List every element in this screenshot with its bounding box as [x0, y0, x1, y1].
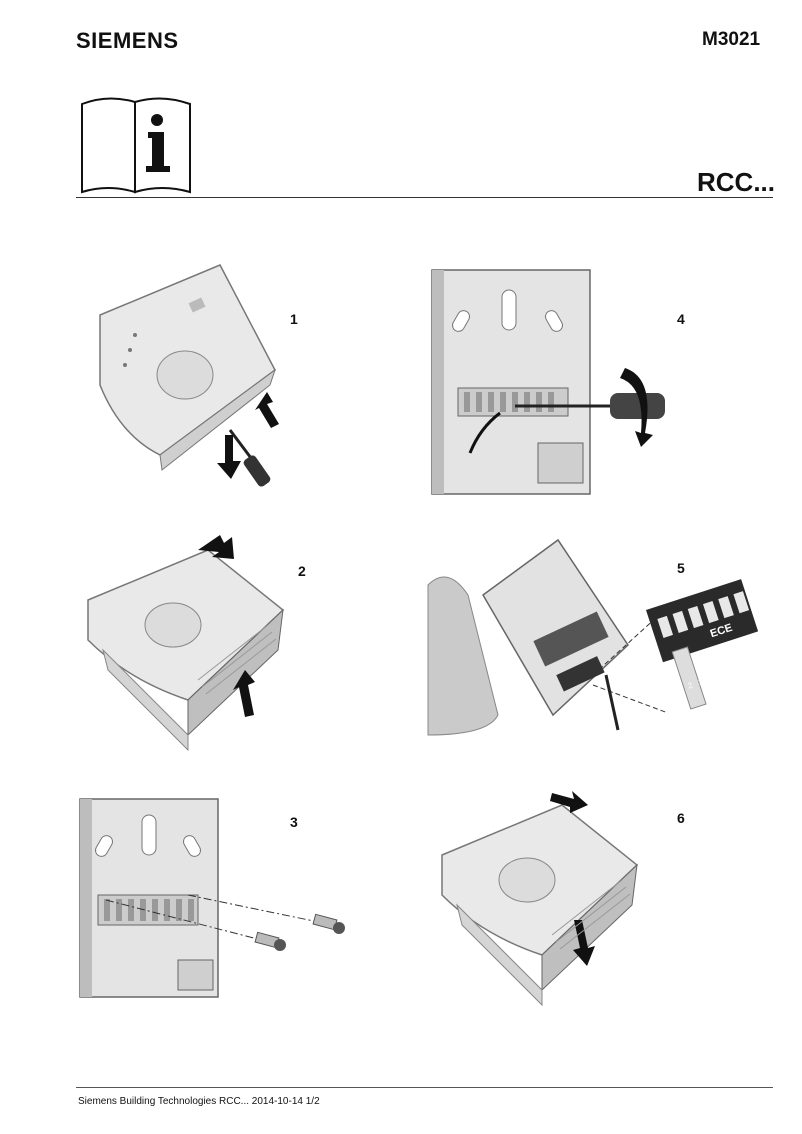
- dip-position: 2: [686, 680, 694, 691]
- footer-text: Siemens Building Technologies RCC... 201…: [78, 1096, 320, 1107]
- document-number: M3021: [702, 29, 761, 50]
- step-2-illustration: [87, 535, 285, 752]
- step-6-illustration: [441, 791, 639, 1007]
- step-1-illustration: [99, 264, 279, 487]
- step-3-illustration: [79, 798, 345, 998]
- dip-position: 4: [707, 673, 715, 684]
- step-3-number: 3: [290, 814, 298, 830]
- brand-logo: SIEMENS: [76, 28, 179, 53]
- dip-position: 5: [718, 670, 726, 681]
- step-5-number: 5: [677, 560, 685, 576]
- dip-position: 3: [697, 677, 705, 688]
- footer-divider: [76, 1087, 773, 1088]
- step-4-number: 4: [677, 311, 685, 327]
- product-name: RCC...: [697, 167, 775, 197]
- step-6-number: 6: [677, 810, 685, 826]
- step-5-illustration: [427, 535, 759, 736]
- step-2-number: 2: [298, 563, 306, 579]
- step-4-illustration: [431, 269, 665, 495]
- info-book-icon: [81, 97, 191, 194]
- header-divider: [76, 197, 773, 198]
- step-1-number: 1: [290, 311, 298, 327]
- dip-switch-closeup: [646, 579, 759, 710]
